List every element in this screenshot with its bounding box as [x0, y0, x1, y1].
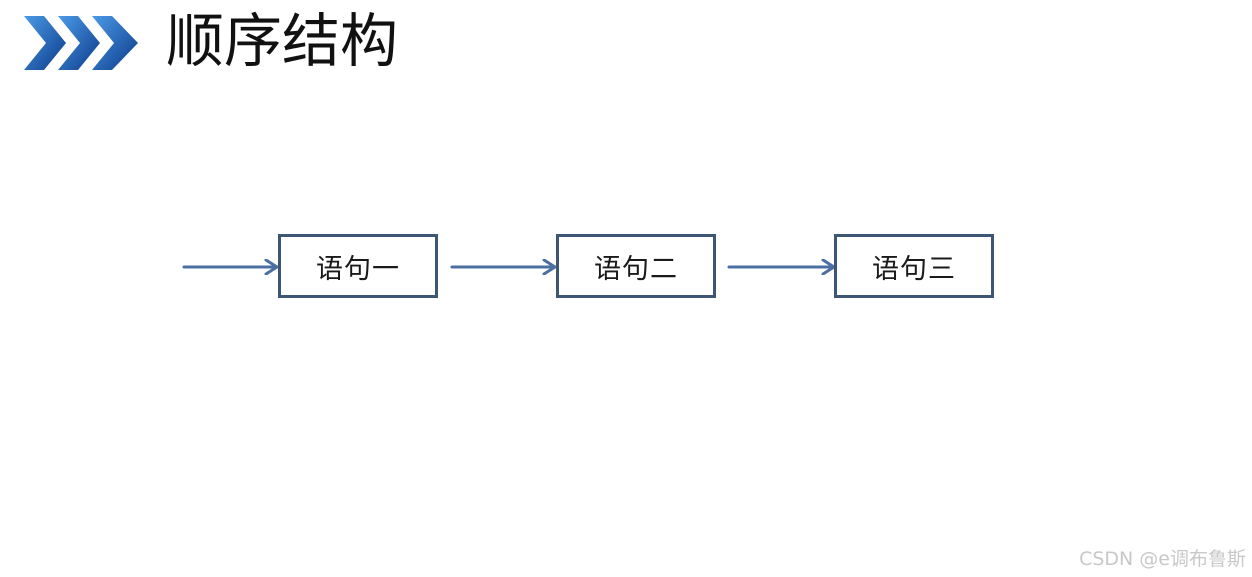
flow-arrow-1-2: [450, 259, 557, 275]
triple-chevron-icon: [24, 16, 138, 70]
slide-title: 顺序结构: [166, 7, 399, 75]
step-box-3: 语句三: [834, 234, 994, 298]
flow-arrow-2-3: [727, 259, 836, 275]
step-label-1: 语句一: [316, 253, 400, 285]
step-box-1: 语句一: [278, 234, 438, 298]
step-box-2: 语句二: [556, 234, 716, 298]
step-label-2: 语句二: [594, 253, 678, 285]
step-label-3: 语句三: [872, 253, 956, 285]
watermark: CSDN @e调布鲁斯: [1079, 548, 1246, 570]
flow-arrow-in: [182, 259, 279, 275]
